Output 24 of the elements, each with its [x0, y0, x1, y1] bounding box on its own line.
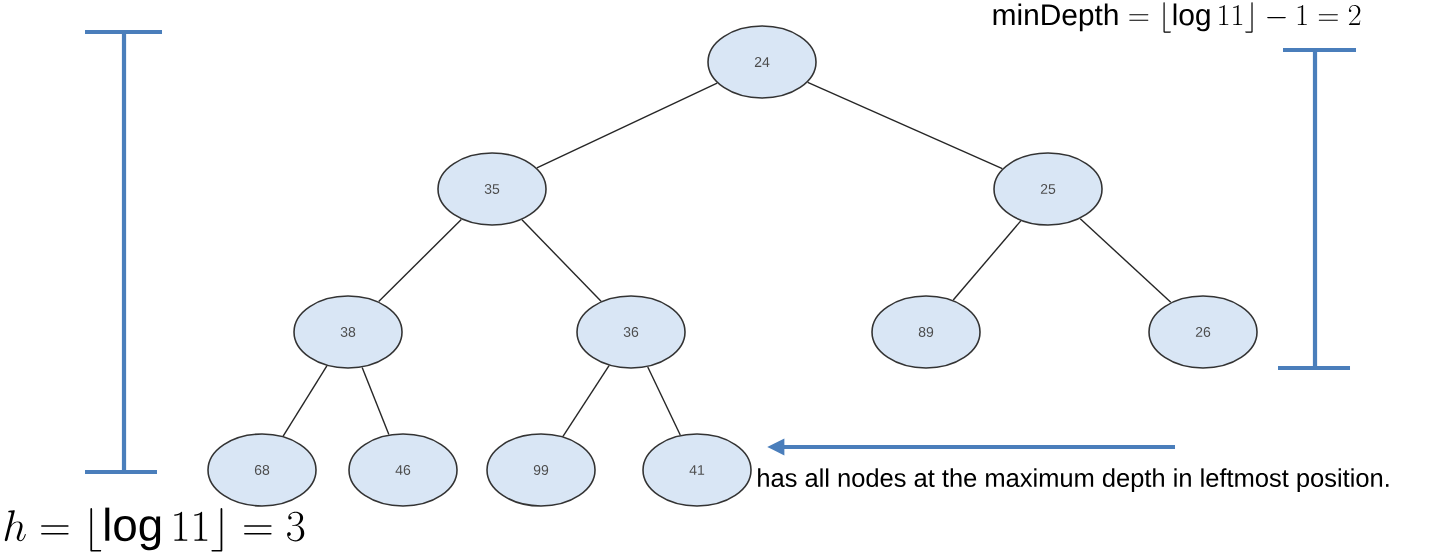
tree-edge: [1079, 218, 1172, 303]
tree-edge: [361, 366, 390, 436]
tree-node: 99: [486, 433, 596, 507]
tree-node: 24: [707, 25, 817, 99]
tree-edge: [562, 365, 610, 437]
tree-node: 68: [207, 433, 317, 507]
tree-edge: [952, 220, 1022, 301]
tree-node: 89: [871, 295, 981, 369]
formula: $h = \lfloor \log 11 \rfloor = 3$: [4, 507, 305, 552]
tree-edge: [647, 366, 681, 436]
tree-node: 38: [293, 295, 403, 369]
tree-edge: [521, 219, 602, 302]
tree-edge: [282, 365, 328, 437]
annotation-text: has all nodes at the maximum depth in leftmost position.: [758, 468, 1389, 493]
tree-node: 41: [642, 433, 752, 507]
tree-node: 25: [993, 152, 1103, 226]
formula: $\text{minDepth} = \lfloor \log 11 \rfloor - 1 = 2$: [993, 2, 1361, 33]
tree-edge: [378, 218, 463, 303]
tree-node: 35: [437, 152, 547, 226]
tree-node: 36: [576, 295, 686, 369]
tree-edge: [536, 82, 718, 169]
tree-node: 26: [1148, 295, 1258, 369]
tree-edge: [807, 81, 1003, 170]
tree-node: 46: [348, 433, 458, 507]
